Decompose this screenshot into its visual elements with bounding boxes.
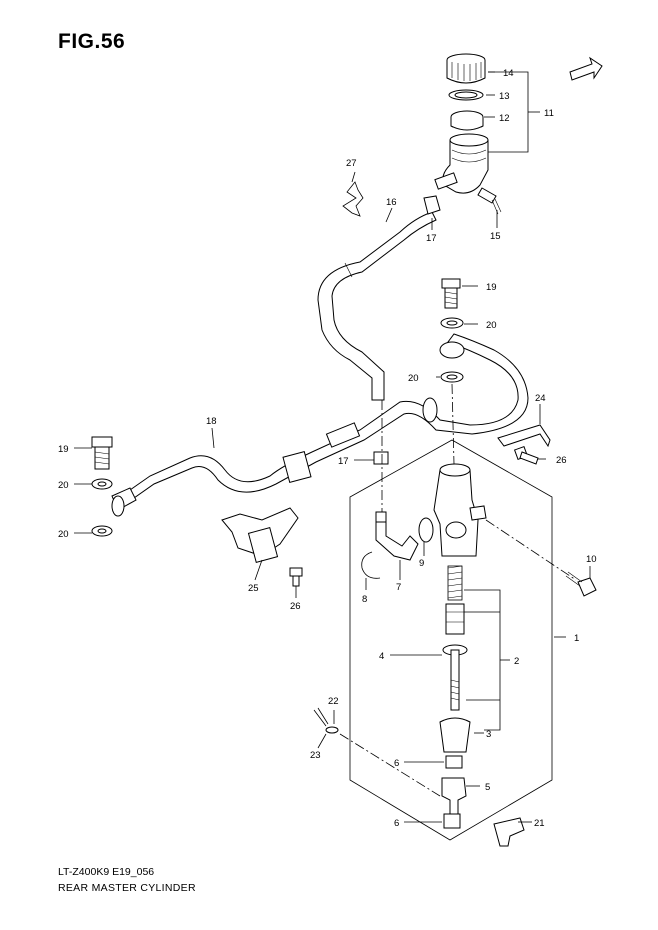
label-13: 13	[499, 91, 510, 102]
label-19-lower: 19	[58, 444, 69, 455]
nut-6-lower[interactable]	[443, 813, 461, 829]
reservoir-diaphragm[interactable]	[450, 110, 484, 131]
master-cylinder-body[interactable]	[433, 463, 487, 557]
label-22: 22	[328, 696, 339, 707]
alignment-lines	[339, 383, 577, 797]
hose-connector-7[interactable]	[375, 511, 419, 561]
label-24: 24	[535, 393, 546, 404]
label-12: 12	[499, 113, 510, 124]
reservoir-hose[interactable]	[317, 211, 437, 401]
label-6-upper: 6	[394, 758, 399, 769]
label-11: 11	[544, 108, 554, 119]
label-19-upper: 19	[486, 282, 497, 293]
label-1: 1	[574, 633, 579, 644]
brake-hose[interactable]	[129, 333, 529, 499]
figure-title: FIG.56	[58, 30, 126, 53]
o-ring-9[interactable]	[418, 517, 434, 543]
label-8: 8	[362, 594, 367, 605]
figure-caption: REAR MASTER CYLINDER	[58, 882, 196, 894]
pushrod-4[interactable]	[442, 644, 468, 711]
label-23: 23	[310, 750, 321, 761]
label-17-top: 17	[426, 233, 437, 244]
union-bolt-lower[interactable]	[91, 436, 113, 470]
label-17-lower: 17	[338, 456, 349, 467]
boot-3[interactable]	[439, 717, 471, 753]
master-cylinder-bolt-10[interactable]	[565, 571, 597, 597]
label-6-lower: 6	[394, 818, 399, 829]
label-3: 3	[486, 729, 491, 740]
washer-mid[interactable]	[440, 371, 464, 383]
label-7: 7	[396, 582, 401, 593]
label-15: 15	[490, 231, 501, 242]
label-20-lower-2: 20	[58, 529, 69, 540]
washer-lower-1[interactable]	[91, 478, 113, 490]
label-16: 16	[386, 197, 397, 208]
cotter-pin-22[interactable]	[313, 707, 329, 727]
leader-lines	[74, 171, 591, 823]
assembly-outline	[349, 439, 553, 841]
piston-spring[interactable]	[447, 565, 463, 601]
hose-clamp-top[interactable]	[423, 195, 441, 215]
washer-23[interactable]	[325, 726, 339, 734]
label-26-right: 26	[556, 455, 567, 466]
label-27: 27	[346, 158, 357, 169]
label-20-mid: 20	[408, 373, 419, 384]
reservoir-cap[interactable]	[446, 53, 486, 84]
reservoir-plate[interactable]	[448, 89, 484, 101]
reservoir-bolt[interactable]	[477, 187, 502, 215]
label-9: 9	[419, 558, 424, 569]
label-5: 5	[485, 782, 490, 793]
union-bolt-upper[interactable]	[441, 278, 461, 309]
label-2: 2	[514, 656, 519, 667]
label-21: 21	[534, 818, 545, 829]
reservoir-body[interactable]	[434, 133, 489, 194]
nut-6-upper[interactable]	[445, 755, 463, 769]
clamp-bolt-left[interactable]	[289, 567, 303, 587]
label-26-left: 26	[290, 601, 301, 612]
washer-upper[interactable]	[440, 317, 464, 329]
label-20-upper: 20	[486, 320, 497, 331]
forward-direction-arrow	[569, 56, 603, 81]
clevis-5[interactable]	[441, 777, 467, 815]
bracket-bolt-right[interactable]	[513, 445, 539, 465]
hose-clip-27[interactable]	[342, 181, 364, 217]
label-18: 18	[206, 416, 217, 427]
hose-clamp-lower[interactable]	[373, 451, 389, 465]
label-10: 10	[586, 554, 597, 565]
clevis-pin-21[interactable]	[493, 817, 525, 847]
hose-clamp-25[interactable]	[221, 507, 299, 563]
label-20-lower-1: 20	[58, 480, 69, 491]
washer-lower-2[interactable]	[91, 525, 113, 537]
hose-bracket-24[interactable]	[497, 424, 551, 448]
label-4: 4	[379, 651, 384, 662]
piston[interactable]	[445, 603, 465, 635]
label-25: 25	[248, 583, 259, 594]
model-code: LT-Z400K9 E19_056	[58, 866, 155, 878]
brake-hose-banjo-end[interactable]	[111, 487, 137, 517]
label-14: 14	[503, 68, 514, 79]
circlip-8[interactable]	[361, 551, 381, 579]
